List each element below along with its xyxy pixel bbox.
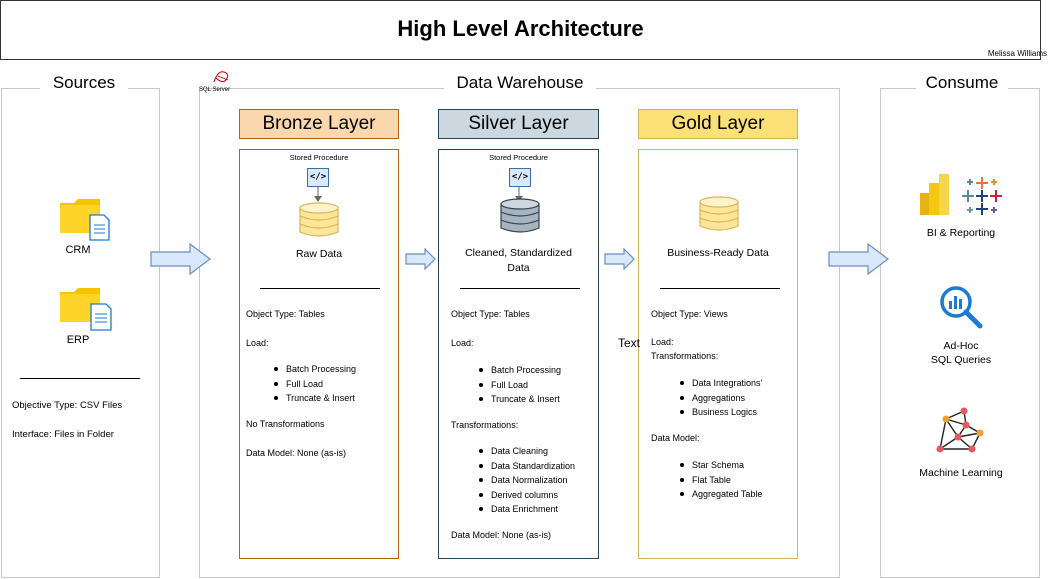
silver-database-icon (500, 186, 540, 233)
gold-transformations-list: Data Integrations' Aggregations Business… (680, 376, 762, 420)
silver-load-label: Load: (451, 338, 474, 348)
arrow-bronze-to-silver (405, 248, 436, 270)
bronze-data-model: Data Model: None (as-is) (246, 448, 347, 458)
bronze-object-type: Object Type: Tables (246, 309, 325, 319)
gold-database-icon (699, 196, 739, 231)
stray-text-label: Text (618, 336, 641, 350)
silver-transformations-label: Transformations: (451, 420, 519, 430)
silver-stored-procedure: Stored Procedure (489, 153, 548, 162)
bronze-data-label: Raw Data (295, 248, 343, 260)
sql-server-icon (213, 71, 229, 83)
silver-data-model: Data Model: None (as-is) (451, 530, 552, 540)
gold-object-type: Object Type: Views (651, 309, 728, 319)
list-item: Batch Processing (274, 362, 356, 377)
list-item: Aggregations (680, 391, 762, 406)
list-item: Truncate & Insert (479, 392, 561, 407)
list-item: Data Normalization (479, 473, 575, 488)
gold-data-model-label: Data Model: (651, 433, 700, 443)
bronze-database-icon (299, 186, 339, 237)
bronze-divider (260, 288, 380, 289)
gold-transformations-label: Transformations: (651, 351, 719, 361)
list-item: Aggregated Table (680, 487, 762, 502)
list-item: Truncate & Insert (274, 391, 356, 406)
neural-network-icon (936, 407, 984, 453)
sources-interface: Interface: Files in Folder (12, 429, 114, 440)
consume-adhoc-label-2: SQL Queries (930, 354, 992, 366)
silver-divider (460, 288, 580, 289)
silver-load-list: Batch Processing Full Load Truncate & In… (479, 363, 561, 407)
gold-divider (660, 288, 780, 289)
sources-divider (20, 378, 140, 379)
warehouse-label: Data Warehouse (444, 73, 596, 93)
bronze-layer-header: Bronze Layer (239, 109, 399, 139)
arrow-sources-to-bronze (150, 242, 211, 276)
sql-server-label: SQL Server (199, 87, 231, 93)
erp-folder-icon (60, 288, 112, 331)
page-title: High Level Architecture (397, 16, 644, 41)
consume-adhoc-label-1: Ad-Hoc (943, 340, 979, 352)
arrow-silver-to-gold (604, 248, 635, 270)
list-item: Data Standardization (479, 459, 575, 474)
silver-layer-header: Silver Layer (438, 109, 599, 139)
silver-data-label-2: Data (507, 262, 530, 274)
consume-bi-label: BI & Reporting (926, 227, 996, 239)
gold-layer-header: Gold Layer (638, 109, 798, 139)
title-box (0, 0, 1041, 60)
list-item: Data Enrichment (479, 502, 575, 517)
list-item: Flat Table (680, 473, 762, 488)
consume-label: Consume (916, 73, 1008, 93)
sources-object-type: Objective Type: CSV Files (12, 400, 123, 411)
list-item: Batch Processing (479, 363, 561, 378)
silver-object-type: Object Type: Tables (451, 309, 530, 319)
bronze-load-list: Batch Processing Full Load Truncate & In… (274, 362, 356, 406)
silver-transformations-list: Data Cleaning Data Standardization Data … (479, 444, 575, 517)
list-item: Derived columns (479, 488, 575, 503)
bronze-code-icon: </> (307, 168, 329, 187)
gold-load-label: Load: (651, 337, 674, 347)
author-label: Melissa Williams (987, 49, 1047, 58)
list-item: Full Load (274, 377, 356, 392)
source-erp-label: ERP (66, 334, 90, 346)
sources-section (1, 88, 160, 578)
list-item: Data Cleaning (479, 444, 575, 459)
silver-data-label-1: Cleaned, Standardized (465, 247, 572, 259)
silver-code-icon: </> (509, 168, 531, 187)
crm-folder-icon (60, 199, 110, 241)
consume-section (880, 88, 1040, 578)
gold-data-model-list: Star Schema Flat Table Aggregated Table (680, 458, 762, 502)
source-crm-label: CRM (65, 244, 91, 256)
consume-ml-label: Machine Learning (919, 467, 1003, 479)
power-bi-icon (920, 174, 949, 215)
gold-data-label: Business-Ready Data (667, 247, 769, 259)
search-analytics-icon (940, 286, 983, 329)
bronze-load-label: Load: (246, 338, 269, 348)
bronze-stored-procedure: Stored Procedure (289, 153, 349, 162)
arrow-gold-to-consume (828, 242, 889, 276)
list-item: Star Schema (680, 458, 762, 473)
list-item: Full Load (479, 378, 561, 393)
sources-label: Sources (40, 73, 128, 93)
tableau-icon (962, 177, 1002, 215)
list-item: Data Integrations' (680, 376, 762, 391)
list-item: Business Logics (680, 405, 762, 420)
bronze-transformations: No Transformations (246, 419, 325, 429)
